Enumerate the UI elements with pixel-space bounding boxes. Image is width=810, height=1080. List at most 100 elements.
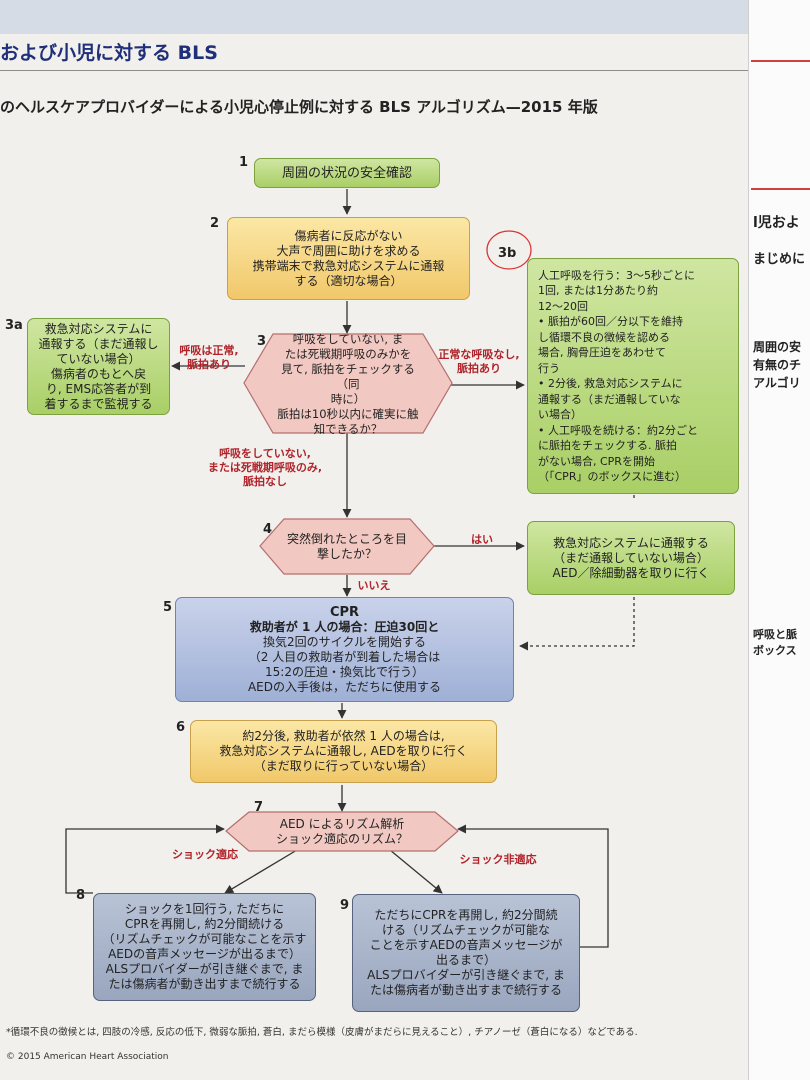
right-text-5: アルゴリ [753,376,801,390]
node-9-line-5: ALSプロバイダーが引き継ぐまで, ま [367,968,565,982]
label-normal-breathing: 呼吸は正常, 脈拍あり [170,344,248,372]
node-3a-line-6: 着するまで監視する [44,396,153,411]
step-number-3b: 3b [498,246,517,261]
node-no-shock: ただちにCPRを再開し, 約2分間続 ける（リズムチェックが可能な ことを示すA… [352,894,580,1012]
header-band [0,0,760,34]
node-5-line-3: （2 人目の救助者が到着した場合は [248,649,441,664]
node-9-line-6: たは傷病者が動き出すまで続行する [369,983,562,997]
node-3-line-1: 呼吸をしていない, ま [292,331,404,346]
node-unresponsive: 傷病者に反応がない 大声で周囲に助けを求める 携帯端末で救急対応システムに通報 … [227,217,470,300]
copyright: © 2015 American Heart Association [6,1052,169,1062]
loop-9-7 [457,824,609,948]
node-5-line-4: 15:2の圧迫・換気比で行う） [265,664,424,679]
node-7-line-2: ショック適応のリズム？ [275,831,408,846]
node-6-line-1: 約2分後, 救助者が依然 1 人の場合は, [242,729,445,743]
node-3b-line-11: • 人工呼吸を続ける：約2分ごと [538,423,698,437]
label-nonshockable: ショック非適応 [459,853,537,866]
node-8-line-6: たは傷病者が動き出すまで続行する [108,977,301,991]
step-number-8: 8 [76,888,86,903]
node-3b-line-2: 1回, または1分あたり約 [538,284,658,297]
label-abnormal-line-2: 脈拍あり [457,362,501,375]
node-3-line-5: 脈拍は10秒以内に確実に触 [277,406,419,421]
step-number-5: 5 [163,600,173,615]
node-2-line-3: 携帯端末で救急対応システムに通報 [252,258,445,273]
label-abnormal-breathing: 正常な呼吸なし, 脈拍あり [430,348,528,376]
node-4b-line-3: AED／除細動器を取りに行く [552,565,710,580]
node-2-line-2: 大声で周囲に助けを求める [276,243,421,258]
label-abnormal-line-1: 正常な呼吸なし, [438,348,520,361]
node-4-line-1: 突然倒れたところを目 [286,531,407,546]
node-activate-get-aed: 救急対応システムに通報する （まだ通報していない場合） AED／除細動器を取りに… [527,521,735,595]
node-3-line-6: 知できるか？ [313,421,383,436]
label-no-breathing-line-3: 脈拍なし [243,475,287,488]
section-title: および小児に対する BLS [0,42,218,64]
node-6-line-2: 救急対応システムに通報し, AEDを取りに行く [219,744,468,758]
node-after-2-min: 約2分後, 救助者が依然 1 人の場合は, 救急対応システムに通報し, AEDを… [190,720,497,783]
step-number-7: 7 [254,800,264,815]
node-scene-safety: 周囲の状況の安全確認 [254,158,440,188]
node-shock: ショックを1回行う, ただちに CPRを再開し, 約2分間続ける （リズムチェッ… [93,893,316,1001]
node-cpr: CPR 救助者が 1 人の場合：圧迫30回と 換気2回のサイクルを開始する （2… [175,597,514,702]
right-text-7: ボックス [753,644,797,657]
right-text-4: 有無のチ [753,358,802,372]
node-3a-line-4: 傷病者のもとへ戻 [50,366,147,381]
node-8-line-5: ALSプロバイダーが引き継ぐまで, ま [105,962,304,976]
label-no: いいえ [357,579,391,592]
right-page: l児およ まじめに 周囲の安 有無のチ アルゴリ 呼吸と脈 ボックス [748,0,810,1080]
right-red-line-1 [751,60,810,62]
node-3a-line-5: り, EMS応答者が到 [45,381,152,396]
node-3b-line-6: 場合, 胸骨圧迫をあわせて [538,346,666,359]
node-4b-line-1: 救急対応システムに通報する [553,535,709,550]
step-number-9: 9 [340,898,350,913]
right-text-3: 周囲の安 [753,340,802,354]
header-rule [0,70,760,71]
label-normal-line-1: 呼吸は正常, [179,344,239,357]
node-4-hexagon-shape [259,518,435,575]
node-5-line-5: AEDの入手後は，ただちに使用する [247,679,442,694]
node-9-line-3: ことを示すAEDの音声メッセージが [369,938,563,952]
step-number-4: 4 [263,522,273,537]
node-3b-line-7: 行う [538,361,560,375]
step-number-6: 6 [176,720,186,735]
node-3-line-3: 見て, 脈拍をチェックする（同 [281,361,415,391]
node-4-line-2: 撃したか？ [316,546,377,561]
node-3b-rescue-breathing: 人工呼吸を行う：3～5秒ごとに 1回, または1分あたり約 12～20回 • 脈… [527,258,739,494]
node-aed-rhythm-check: AED によるリズム解析 ショック適応のリズム？ [245,813,439,850]
node-6-line-3: （まだ取りに行っていない場合） [253,759,434,773]
node-check-breathing-pulse: 呼吸をしていない, ま たは死戦期呼吸のみかを 見て, 脈拍をチェックする（同 … [270,332,426,436]
node-9-line-1: ただちにCPRを再開し, 約2分間続 [374,908,558,922]
algorithm-title: のヘルスケアプロバイダーによる小児心停止例に対する BLS アルゴリズム—201… [0,98,598,116]
right-text-2: まじめに [753,252,806,267]
node-witnessed-collapse: 突然倒れたところを目 撃したか？ [280,520,414,573]
step-number-3: 3 [257,334,267,349]
hand-drawn-circle [486,230,532,270]
right-text-1: l児およ [753,215,800,231]
node-3b-line-9: 通報する（まだ通報していな [538,392,681,406]
right-text-6: 呼吸と脈 [753,628,797,641]
node-3b-line-13: がない場合, CPRを開始 [538,454,655,468]
node-3a-line-1: 救急対応システムに [44,321,153,336]
node-5-line-2: 換気2回のサイクルを開始する [262,634,427,649]
node-5-title: CPR [329,604,360,620]
node-3a-line-3: ていない場合） [56,351,141,366]
node-7-hexagon-shape [225,811,459,852]
arrow-4b-5 [519,597,635,651]
label-no-breathing-line-2: または死戦期呼吸のみ, [207,461,323,474]
node-9-line-2: ける（リズムチェックが可能な [381,923,550,937]
node-8-line-1: ショックを1回行う, ただちに [124,902,285,916]
node-3-line-2: たは死戦期呼吸のみかを [284,346,412,361]
label-yes: はい [471,533,493,546]
footnote: *循環不良の徴候とは, 四肢の冷感, 反応の低下, 微弱な脈拍, 蒼白, まだら… [6,1027,638,1038]
node-3a-monitor: 救急対応システムに 通報する（まだ通報し ていない場合） 傷病者のもとへ戻 り,… [27,318,170,415]
right-red-line-2 [751,188,810,190]
node-5-line-1: 救助者が 1 人の場合：圧迫30回と [249,619,440,634]
node-9-line-4: 出るまで） [435,953,496,967]
node-2-line-4: する（適切な場合） [294,273,403,288]
flow-connectors [65,189,635,948]
left-page: および小児に対する BLS のヘルスケアプロバイダーによる小児心停止例に対する … [0,0,760,1080]
label-shockable: ショック適応 [172,848,238,861]
label-no-breathing-line-1: 呼吸をしていない, [219,447,311,460]
label-no-breathing: 呼吸をしていない, または死戦期呼吸のみ, 脈拍なし [190,447,340,489]
loop-8-7 [65,824,225,894]
node-3b-line-4: • 脈拍が60回／分以下を維持 [538,315,683,328]
